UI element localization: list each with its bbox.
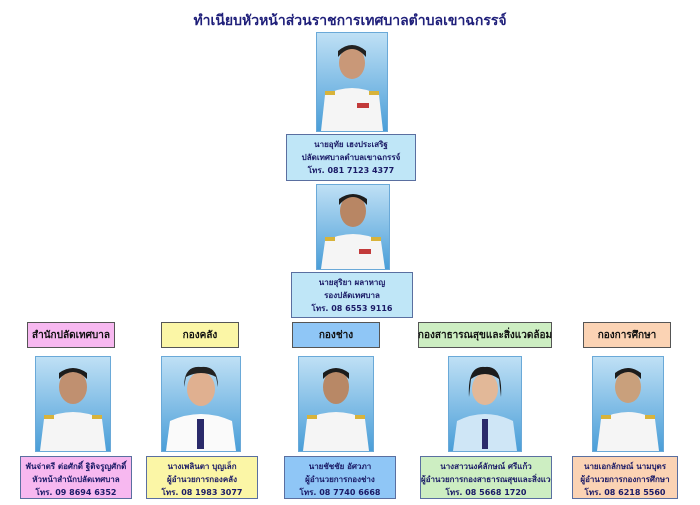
dept-2-phone: โทร. 08 7740 6668 (299, 488, 381, 497)
dept-1-card: นางเพลินตา บุญเล็ก ผู้อำนวยการกองคลัง โท… (146, 456, 258, 499)
dept-1-name: นางเพลินตา บุญเล็ก (167, 462, 237, 471)
dept-4-photo (592, 356, 664, 452)
person-portrait-icon (40, 368, 106, 451)
person-portrait-icon (453, 366, 517, 451)
dept-3-photo (448, 356, 522, 452)
dept-1-position: ผู้อำนวยการกองคลัง (167, 475, 237, 484)
person-portrait-icon (303, 368, 369, 451)
dept-3-card: นางสาวนงค์ลักษณ์ ศรีแก้ว ผู้อำนวยการกองส… (420, 456, 552, 499)
dept-4-phone: โทร. 08 6218 5560 (584, 488, 666, 497)
dept-2-photo (298, 356, 374, 452)
dept-3-name: นางสาวนงค์ลักษณ์ ศรีแก้ว (440, 462, 532, 471)
leader-2-name: นายสุริยา ผลาหาญ (318, 278, 386, 287)
leader-2-position: รองปลัดเทศบาล (324, 291, 380, 300)
leader-1-name: นายอุทัย เฮงประเสริฐ (314, 140, 388, 149)
dept-0-card: พันจ่าตรี ต่อศักดิ์ ฐิติจรูญศักดิ์ หัวหน… (20, 456, 132, 499)
dept-3-phone: โทร. 08 5668 1720 (445, 488, 527, 497)
dept-label-finance: กองคลัง (161, 322, 239, 348)
dept-3-position: ผู้อำนวยการกองสาธารณสุขและสิ่งแวดล้อม (421, 475, 551, 484)
leader-2-photo (316, 184, 390, 270)
leader-2-phone: โทร. 08 6553 9116 (311, 304, 393, 313)
leader-1-phone: โทร. 081 7123 4377 (307, 166, 395, 175)
person-portrait-icon (321, 194, 385, 269)
dept-0-position: หัวหน้าสำนักปลัดเทศบาล (32, 475, 120, 484)
person-portrait-icon (321, 45, 383, 131)
dept-label-health: กองสาธารณสุขและสิ่งแวดล้อม (418, 322, 552, 348)
dept-1-phone: โทร. 08 1983 3077 (161, 488, 243, 497)
dept-0-name: พันจ่าตรี ต่อศักดิ์ ฐิติจรูญศักดิ์ (25, 462, 127, 471)
dept-2-card: นายชัชชัย อัศวภา ผู้อำนวยการกองช่าง โทร.… (284, 456, 396, 499)
leader-1-photo (316, 32, 388, 132)
dept-label-palad: สำนักปลัดเทศบาล (27, 322, 115, 348)
dept-0-phone: โทร. 09 8694 6352 (35, 488, 117, 497)
dept-4-position: ผู้อำนวยการกองการศึกษา (580, 475, 670, 484)
dept-label-education: กองการศึกษา (583, 322, 671, 348)
person-portrait-icon (166, 366, 236, 451)
dept-2-position: ผู้อำนวยการกองช่าง (305, 475, 375, 484)
leader-1-card: นายอุทัย เฮงประเสริฐ ปลัดเทศบาลตำบลเขาฉก… (286, 134, 416, 181)
dept-0-photo (35, 356, 111, 452)
leader-1-position: ปลัดเทศบาลตำบลเขาฉกรรจ์ (301, 153, 401, 162)
dept-label-engineering: กองช่าง (292, 322, 380, 348)
dept-2-name: นายชัชชัย อัศวภา (308, 462, 372, 471)
person-portrait-icon (597, 368, 659, 451)
dept-4-card: นายเอกลักษณ์ นามบุตร ผู้อำนวยการกองการศึ… (572, 456, 678, 499)
leader-2-card: นายสุริยา ผลาหาญ รองปลัดเทศบาล โทร. 08 6… (291, 272, 413, 318)
dept-1-photo (161, 356, 241, 452)
page-title: ทำเนียบหัวหน้าส่วนราชการเทศบาลตำบลเขาฉกร… (193, 13, 507, 29)
dept-4-name: นายเอกลักษณ์ นามบุตร (583, 462, 667, 471)
